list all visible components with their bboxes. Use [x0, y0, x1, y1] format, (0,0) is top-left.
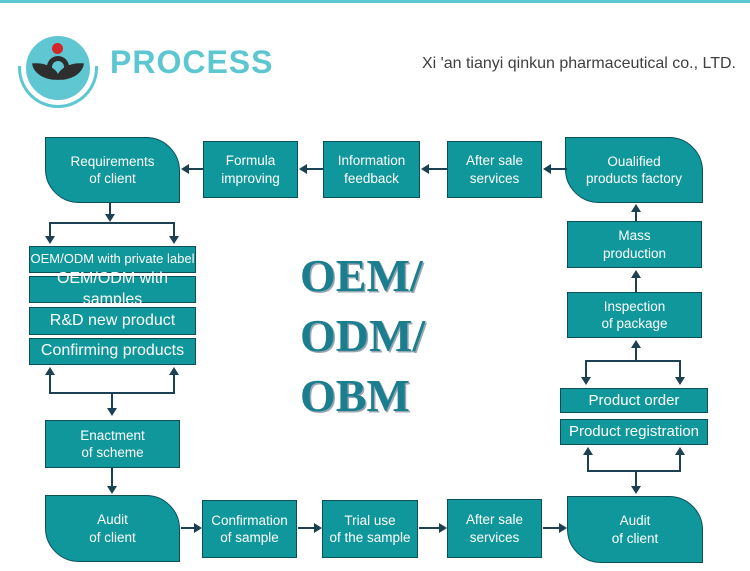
- arrowhead: [107, 408, 117, 416]
- arrowhead: [581, 377, 591, 385]
- arrow-line: [111, 392, 113, 408]
- arrow-line: [173, 375, 175, 393]
- arrow-line: [306, 168, 323, 170]
- section-title: PROCESS: [110, 44, 274, 80]
- center-title-line3: OBM: [300, 370, 410, 421]
- arrowhead: [675, 377, 685, 385]
- arrow-line: [49, 375, 51, 393]
- node-rd-new-product: R&D new product: [29, 307, 196, 335]
- arrowhead: [631, 486, 641, 494]
- arrow-line: [587, 455, 589, 471]
- arrow-line: [111, 468, 113, 486]
- node-formula-improving: Formula improving: [203, 141, 298, 198]
- arrow-line: [49, 222, 51, 236]
- arrowhead: [631, 340, 641, 348]
- arrowhead: [107, 486, 117, 494]
- node-product-registration: Product registration: [560, 419, 708, 445]
- node-trial-use-of-sample: Trial use of the sample: [322, 500, 418, 558]
- arrow-line: [550, 168, 567, 170]
- node-information-feedback: Information feedback: [323, 141, 420, 198]
- arrowhead: [299, 164, 307, 174]
- arrow-line: [298, 527, 314, 529]
- arrow-line: [585, 360, 681, 362]
- node-confirmation-of-sample: Confirmation of sample: [202, 500, 297, 558]
- arrowhead: [421, 164, 429, 174]
- arrow-line: [109, 203, 111, 215]
- node-oem-odm-private-label: OEM/ODM with private label: [29, 246, 196, 273]
- node-confirming-products: Confirming products: [29, 338, 196, 365]
- node-inspection-of-package: Inspection of package: [567, 292, 702, 338]
- arrow-line: [635, 278, 637, 292]
- arrowhead: [559, 523, 567, 533]
- node-requirements-of-client: Requirements of client: [45, 137, 180, 203]
- arrowhead: [181, 164, 189, 174]
- node-oem-odm-samples: OEM/ODM with samples: [29, 270, 196, 308]
- arrowhead: [45, 367, 55, 375]
- logo-dot-icon: [52, 43, 63, 54]
- node-qualified-products-factory: Oualified products factory: [565, 137, 703, 203]
- arrowhead: [631, 204, 641, 212]
- arrow-line: [173, 222, 175, 236]
- arrowhead: [675, 447, 685, 455]
- arrowhead: [583, 447, 593, 455]
- header-divider: [0, 0, 750, 3]
- arrow-line: [543, 527, 559, 529]
- node-enactment-of-scheme: Enactment of scheme: [45, 420, 180, 468]
- node-audit-of-client-left: Audit of client: [45, 495, 180, 562]
- arrow-line: [181, 527, 194, 529]
- arrow-line: [679, 455, 681, 471]
- arrow-line: [49, 222, 175, 224]
- arrow-line: [585, 360, 587, 377]
- node-audit-of-client-right: Audit of client: [567, 496, 703, 563]
- arrow-line: [635, 212, 637, 221]
- arrowhead: [543, 164, 551, 174]
- node-mass-production: Mass production: [567, 221, 702, 268]
- arrowhead: [105, 214, 115, 222]
- center-title-line1: OEM/: [300, 250, 423, 301]
- arrowhead: [314, 523, 322, 533]
- node-product-order: Product order: [560, 388, 708, 413]
- arrow-line: [419, 527, 439, 529]
- arrowhead: [169, 367, 179, 375]
- arrowhead: [194, 523, 202, 533]
- center-title: OEM/ ODM/ OBM: [300, 246, 425, 426]
- logo-shoulders-icon: [47, 56, 69, 70]
- arrow-line: [428, 168, 447, 170]
- arrowhead: [169, 236, 179, 244]
- arrow-line: [679, 360, 681, 377]
- arrowhead: [631, 270, 641, 278]
- arrow-line: [188, 168, 203, 170]
- node-after-sale-services-top: After sale services: [447, 141, 542, 198]
- arrowhead: [439, 523, 447, 533]
- center-title-line2: ODM/: [300, 310, 426, 361]
- arrow-line: [587, 470, 681, 472]
- arrow-line: [635, 348, 637, 361]
- node-after-sale-services-bottom: After sale services: [447, 499, 542, 558]
- arrow-line: [635, 470, 637, 486]
- company-name: Xi 'an tianyi qinkun pharmaceutical co.,…: [421, 55, 736, 72]
- arrowhead: [45, 236, 55, 244]
- company-logo-icon: [22, 32, 94, 104]
